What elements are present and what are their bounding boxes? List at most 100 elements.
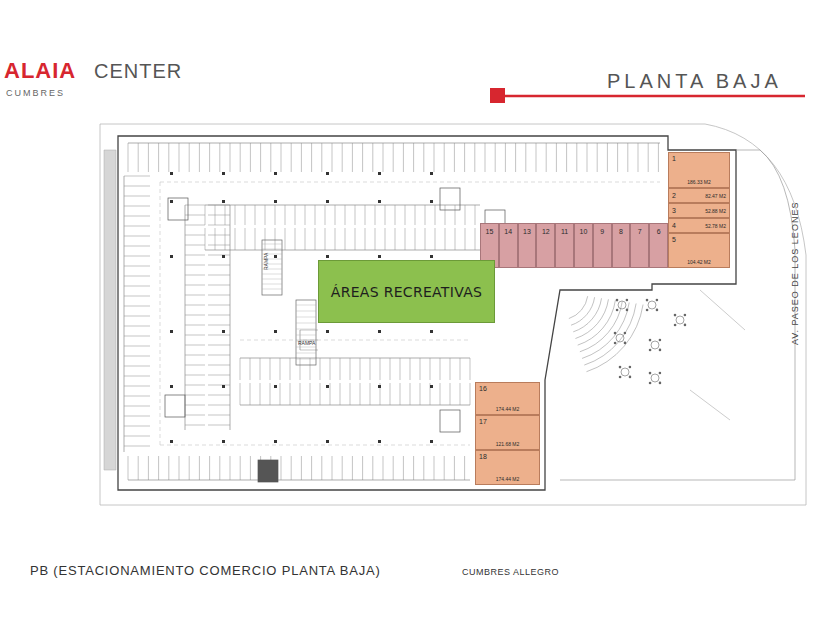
stall-line: [352, 143, 353, 172]
stall-line: [185, 405, 205, 406]
stall-row: [128, 480, 470, 481]
stall-line: [185, 345, 205, 346]
stall-line: [410, 383, 411, 405]
stall-line: [209, 456, 210, 480]
stair-core: [258, 460, 278, 482]
stall-line: [185, 415, 205, 416]
stall-line: [420, 358, 421, 380]
stall-line: [208, 395, 230, 396]
store-number: 8: [619, 228, 623, 235]
ramp-step: [296, 311, 316, 312]
chair: [616, 299, 619, 302]
stall-line: [415, 205, 416, 225]
stall-line: [587, 143, 588, 172]
stall-line: [435, 205, 436, 225]
stall-line: [403, 143, 404, 172]
ramp-label: RAMPA: [298, 340, 315, 346]
stall-line: [179, 143, 180, 172]
stall-line: [260, 358, 261, 380]
chair: [684, 324, 687, 327]
column: [274, 172, 277, 175]
stone-wall: [104, 150, 116, 470]
stall-line: [185, 285, 205, 286]
chair: [684, 314, 687, 317]
stall-line: [325, 205, 326, 225]
chair: [659, 372, 662, 375]
stall-line: [185, 365, 205, 366]
stall-line: [393, 456, 394, 480]
stall-line: [342, 143, 343, 172]
stall-line: [465, 205, 466, 225]
stall-line: [321, 456, 322, 480]
stall-line: [340, 358, 341, 380]
ramp-step: [296, 359, 316, 360]
store-number: 15: [486, 228, 494, 235]
chair: [619, 376, 622, 379]
stall-line: [385, 205, 386, 225]
stall-line: [485, 143, 486, 172]
caption: PB (ESTACIONAMIENTO COMERCIO PLANTA BAJA…: [30, 563, 381, 578]
stall-line: [124, 396, 150, 397]
stall-line: [124, 416, 150, 417]
stall-line: [310, 358, 311, 380]
stall-line: [420, 383, 421, 405]
chair: [659, 382, 662, 385]
store-area: 121.68 M2: [496, 441, 520, 447]
stall-line: [208, 365, 230, 366]
store-number: 7: [638, 228, 642, 235]
stall-line: [430, 358, 431, 380]
stall-line: [250, 143, 251, 172]
stall-line: [124, 366, 150, 367]
stall-line: [320, 383, 321, 405]
table: [651, 341, 659, 349]
stall-line: [301, 143, 302, 172]
stall-line: [345, 228, 346, 250]
store-area: 82.47 M2: [705, 193, 726, 199]
stall-line: [199, 143, 200, 172]
stair-core: [165, 395, 185, 417]
stall-line: [405, 205, 406, 225]
stall-line: [185, 425, 205, 426]
stall-line: [464, 143, 465, 172]
stall-line: [465, 228, 466, 250]
stall-line: [185, 275, 205, 276]
stall-line: [423, 143, 424, 172]
stall-row: [230, 205, 231, 430]
store-number: 12: [542, 228, 550, 235]
stall-line: [332, 143, 333, 172]
column: [326, 172, 329, 175]
column: [170, 330, 173, 333]
stall-line: [168, 456, 169, 480]
stall-line: [352, 456, 353, 480]
stall-line: [250, 383, 251, 405]
stall-line: [208, 265, 230, 266]
stall-line: [536, 143, 537, 172]
stall-line: [362, 143, 363, 172]
store-unit: 18174.44 M2: [475, 450, 540, 485]
stall-row: [240, 358, 470, 359]
stall-line: [440, 383, 441, 405]
stall-line: [124, 256, 150, 257]
store-unit: 11: [555, 223, 574, 268]
stall-line: [185, 315, 205, 316]
stall-line: [311, 143, 312, 172]
column: [222, 255, 225, 258]
store-unit: 9: [593, 223, 612, 268]
column: [170, 440, 173, 443]
stall-line: [128, 143, 129, 172]
stall-line: [209, 143, 210, 172]
stall-line: [189, 456, 190, 480]
area-name: ÁREAS RECREATIVAS: [331, 284, 482, 300]
stall-line: [470, 358, 471, 380]
stall-line: [208, 335, 230, 336]
stall-line: [185, 245, 205, 246]
stall-line: [425, 205, 426, 225]
stall-line: [300, 358, 301, 380]
stall-line: [300, 330, 318, 331]
column: [222, 172, 225, 175]
stall-line: [330, 383, 331, 405]
stall-line: [350, 383, 351, 405]
chair: [659, 349, 662, 352]
stall-line: [295, 228, 296, 250]
chair: [616, 309, 619, 312]
